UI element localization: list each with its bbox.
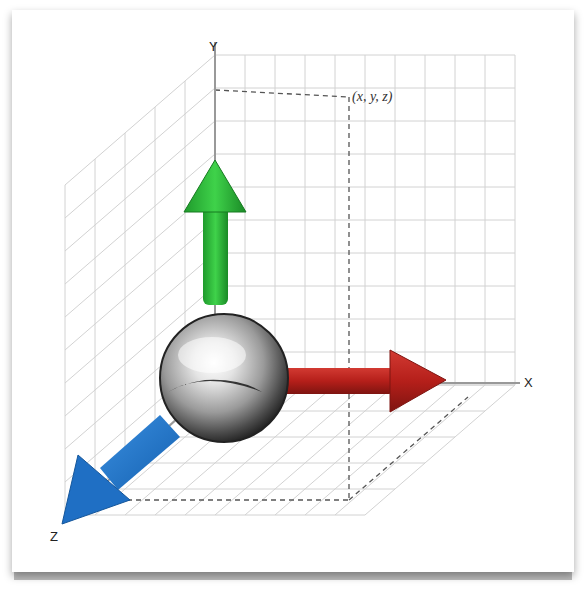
axis-label: X <box>524 376 533 389</box>
grid-line <box>65 55 215 185</box>
grid-line <box>215 253 515 254</box>
grid-line <box>335 385 485 515</box>
grid-line <box>215 286 515 287</box>
frame <box>12 10 574 572</box>
grid-line <box>65 154 215 284</box>
z-arrow <box>62 415 180 524</box>
grid-line <box>95 489 395 490</box>
grid-line <box>215 187 515 188</box>
chrome-sphere <box>160 314 288 442</box>
grid-line <box>215 319 515 320</box>
grid-line <box>305 385 455 515</box>
grid-line <box>215 154 515 155</box>
axis-lines <box>64 42 520 520</box>
grid-line <box>65 121 215 251</box>
grid-line <box>215 121 515 122</box>
projection-lines <box>100 90 468 500</box>
axis-label: Z <box>50 530 58 543</box>
y-arrow <box>184 160 246 305</box>
grid-line <box>215 88 515 89</box>
x-arrow <box>280 350 446 412</box>
axis-label: Y <box>209 40 218 53</box>
grid-line <box>125 463 425 464</box>
grid-planes <box>65 55 515 515</box>
point-label: (x, y, z) <box>352 90 392 104</box>
grid-line <box>215 220 515 221</box>
grid-line <box>365 385 515 515</box>
grid-line <box>65 515 365 516</box>
grid-line <box>215 55 515 56</box>
